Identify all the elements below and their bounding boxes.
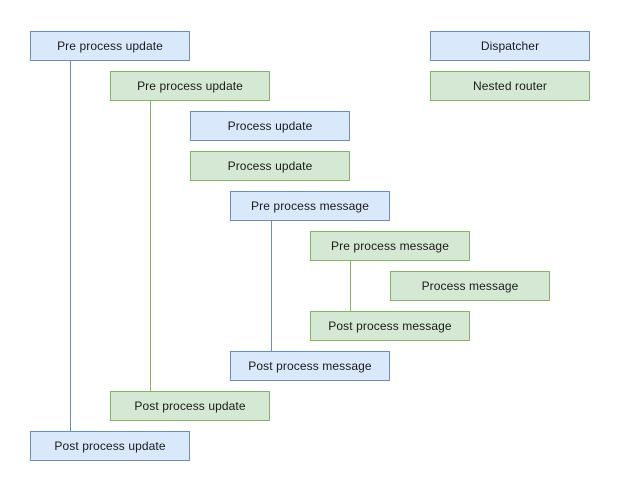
flow-node-label: Post process message — [248, 358, 372, 373]
flow-node-label: Post process update — [54, 438, 166, 453]
flow-node-n6[interactable]: Pre process message — [310, 231, 470, 261]
flow-node-n9[interactable]: Post process message — [230, 351, 390, 381]
flow-node-label: Process update — [227, 158, 313, 173]
legend-item-label: Dispatcher — [480, 38, 540, 53]
legend-item-router[interactable]: Nested router — [430, 71, 590, 101]
flow-node-n1[interactable]: Pre process update — [30, 31, 190, 61]
connector-n5-to-n9 — [271, 221, 272, 351]
flow-node-n3[interactable]: Process update — [190, 111, 350, 141]
flow-node-label: Pre process update — [137, 78, 243, 93]
connector-n1-to-n11 — [70, 61, 71, 431]
flow-node-label: Process update — [227, 118, 313, 133]
legend-item-dispatcher[interactable]: Dispatcher — [430, 31, 590, 61]
flow-node-label: Pre process message — [251, 198, 369, 213]
flow-node-n4[interactable]: Process update — [190, 151, 350, 181]
flow-node-n8[interactable]: Post process message — [310, 311, 470, 341]
connector-n6-to-n8 — [350, 261, 351, 311]
flow-node-n7[interactable]: Process message — [390, 271, 550, 301]
flow-node-n11[interactable]: Post process update — [30, 431, 190, 461]
flow-node-n10[interactable]: Post process update — [110, 391, 270, 421]
flow-node-label: Process message — [421, 278, 519, 293]
flow-node-n5[interactable]: Pre process message — [230, 191, 390, 221]
flow-node-label: Post process update — [134, 398, 246, 413]
flow-node-label: Pre process update — [57, 38, 163, 53]
flow-node-n2[interactable]: Pre process update — [110, 71, 270, 101]
connector-n2-to-n10 — [150, 101, 151, 391]
flow-node-label: Pre process message — [331, 238, 449, 253]
legend-item-label: Nested router — [472, 78, 547, 93]
flow-node-label: Post process message — [328, 318, 452, 333]
